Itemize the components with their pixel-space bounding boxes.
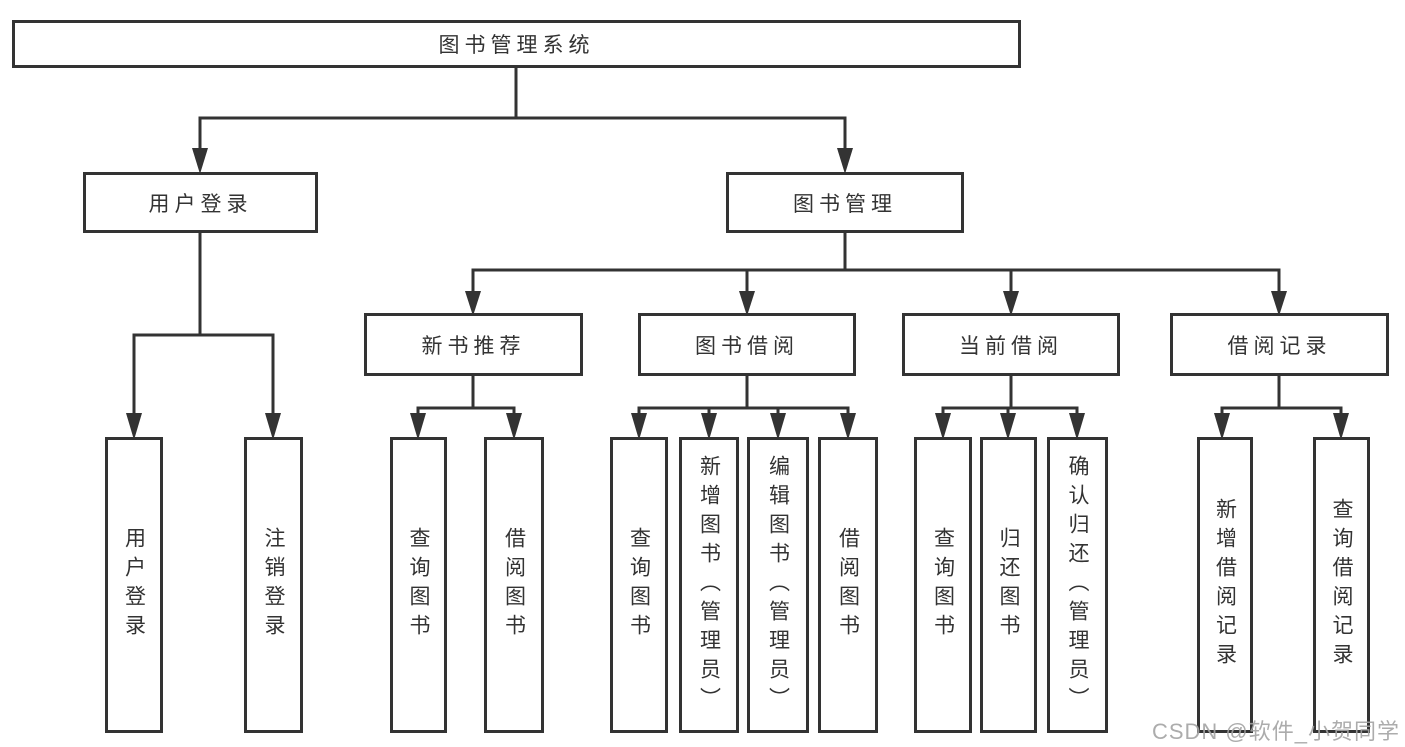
arrowhead [1000, 413, 1016, 440]
node-bb-query-books: 查询图书 [610, 437, 668, 733]
arrowhead [631, 413, 647, 440]
arrowhead [770, 413, 786, 440]
branch-borrowing-records [1220, 374, 1343, 420]
node-user-login: 用户登录 [83, 172, 318, 233]
branch-new-book-recommendation [416, 374, 516, 420]
node-bb-add-books-admin: 新增图书（管理员） [679, 437, 739, 733]
node-bb-borrow-books: 借阅图书 [818, 437, 878, 733]
node-new-book-recommendation: 新书推荐 [364, 313, 583, 376]
branch-current-borrowing [941, 374, 1079, 420]
node-bb-edit-books-admin: 编辑图书（管理员） [747, 437, 809, 733]
node-borrowing-records: 借阅记录 [1170, 313, 1389, 376]
arrowhead [1069, 413, 1085, 440]
arrowhead [1214, 413, 1230, 440]
arrowhead [192, 148, 208, 174]
arrowhead [837, 148, 853, 174]
arrowhead [840, 413, 856, 440]
arrowhead [701, 413, 717, 440]
node-cb-return-books: 归还图书 [980, 437, 1037, 733]
csdn-watermark: CSDN @软件_小贺同学 [1151, 719, 1400, 744]
arrowhead [1003, 291, 1019, 316]
node-logout: 注销登录 [244, 437, 303, 733]
node-cb-confirm-return-admin: 确认归还（管理员） [1047, 437, 1108, 733]
node-library-management-system: 图书管理系统 [12, 20, 1021, 68]
arrowhead [1333, 413, 1349, 440]
arrowhead [410, 413, 426, 440]
node-book-borrowing: 图书借阅 [638, 313, 856, 376]
node-br-add-borrow-record: 新增借阅记录 [1197, 437, 1253, 733]
node-br-query-borrow-record: 查询借阅记录 [1313, 437, 1370, 733]
node-nbr-borrow-books: 借阅图书 [484, 437, 544, 733]
arrowhead [1271, 291, 1287, 316]
branch-root [198, 66, 847, 154]
node-current-borrowing: 当前借阅 [902, 313, 1120, 376]
arrowhead [935, 413, 951, 440]
branch-book-management [471, 231, 1281, 295]
arrowhead [506, 413, 522, 440]
arrowhead [126, 413, 142, 440]
node-user-login-leaf: 用户登录 [105, 437, 163, 733]
arrowhead [465, 291, 481, 316]
node-book-management: 图书管理 [726, 172, 964, 233]
arrowhead [739, 291, 755, 316]
node-cb-query-books: 查询图书 [914, 437, 972, 733]
branch-book-borrowing [637, 374, 850, 420]
arrowhead [265, 413, 281, 440]
branch-user-login [132, 231, 275, 418]
node-nbr-query-books: 查询图书 [390, 437, 447, 733]
